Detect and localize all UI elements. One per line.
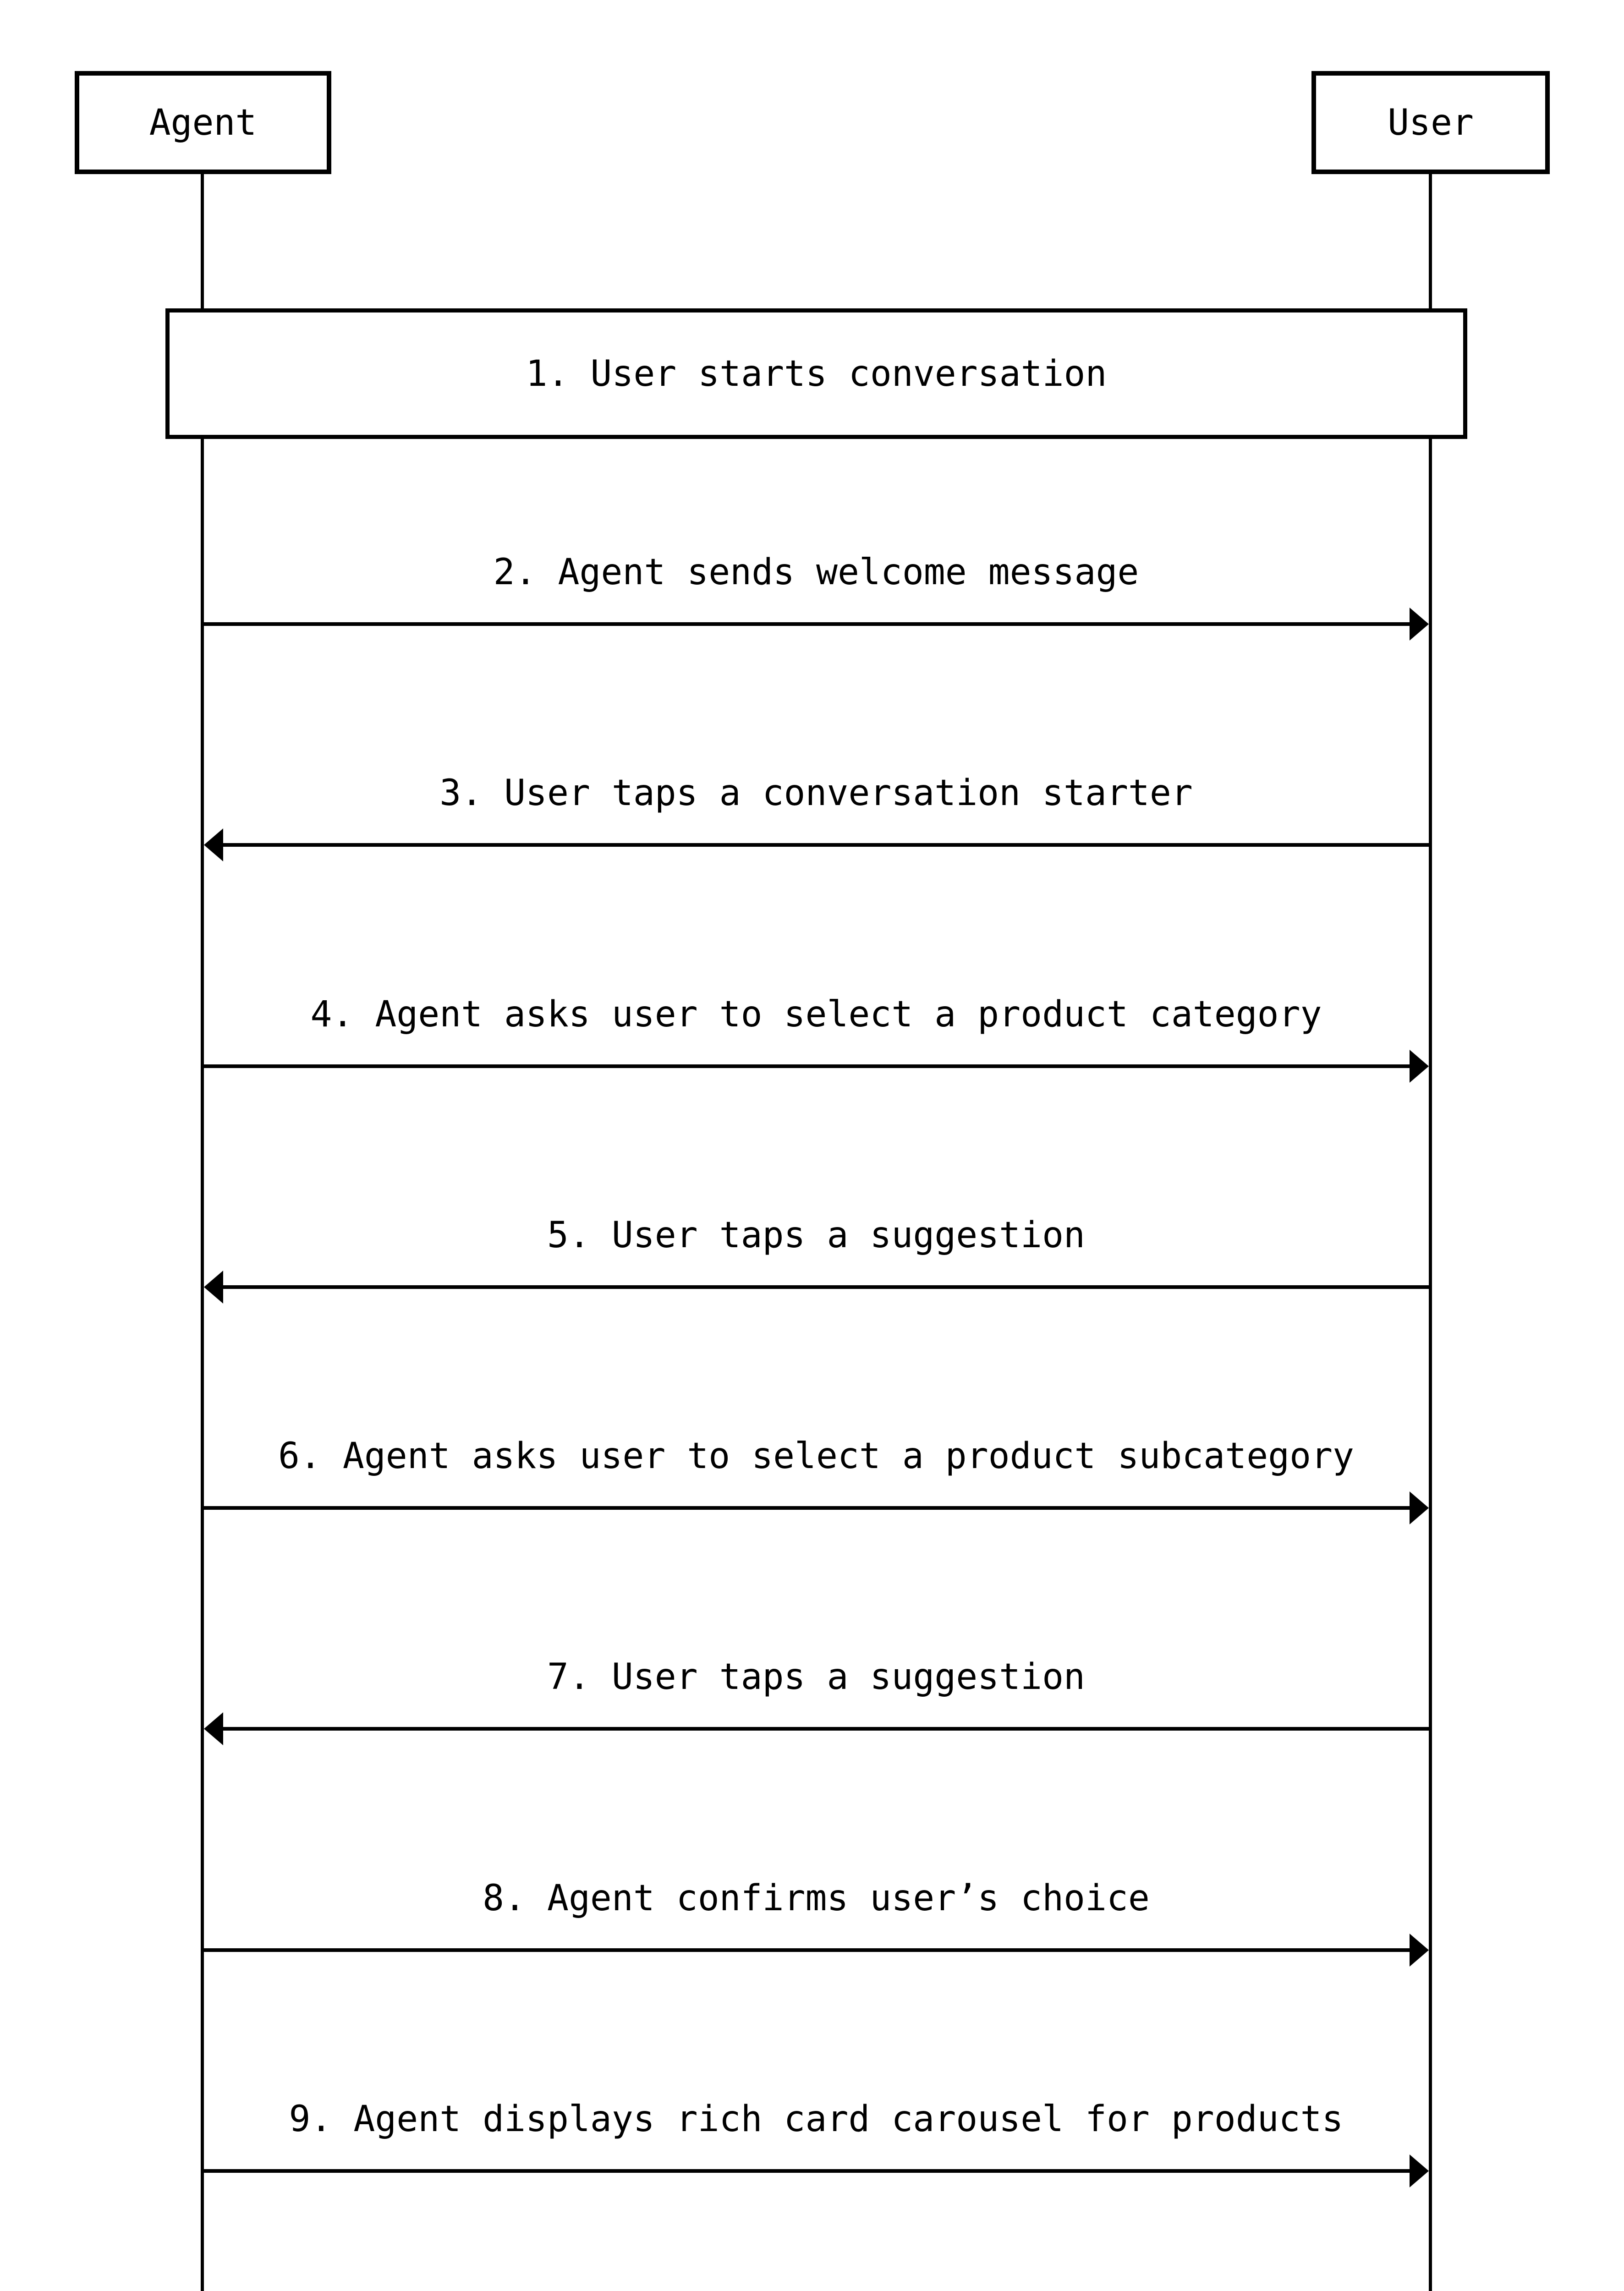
arrowhead-right-icon <box>1410 608 1429 641</box>
arrowhead-left-icon <box>204 1712 223 1745</box>
message-text: 3. User taps a conversation starter <box>439 772 1193 814</box>
message-text: 6. Agent asks user to select a product s… <box>278 1435 1354 1477</box>
actor-label-user-top: User <box>1388 102 1474 143</box>
arrowhead-right-icon <box>1410 1491 1429 1524</box>
message-text: 5. User taps a suggestion <box>547 1214 1085 1256</box>
arrowhead-left-icon <box>204 1271 223 1304</box>
message-arrow-line <box>202 1506 1411 1510</box>
message-arrow-line <box>202 2169 1411 2173</box>
message-arrow-line <box>222 1727 1431 1731</box>
arrowhead-right-icon <box>1410 2154 1429 2187</box>
actor-box-agent-top: Agent <box>75 71 331 174</box>
arrowhead-left-icon <box>204 828 223 861</box>
message-arrow-line <box>202 1948 1411 1952</box>
note-box: 1. User starts conversation <box>165 308 1467 439</box>
actor-label-agent-top: Agent <box>149 102 257 143</box>
message-text: 9. Agent displays rich card carousel for… <box>289 2098 1344 2140</box>
lifeline-agent <box>201 173 204 2291</box>
arrowhead-right-icon <box>1410 1934 1429 1967</box>
note-text: 1. User starts conversation <box>526 353 1107 395</box>
message-arrow-line <box>202 1064 1411 1068</box>
message-arrow-line <box>222 843 1431 847</box>
message-text: 8. Agent confirms user’s choice <box>483 1877 1150 1919</box>
arrowhead-right-icon <box>1410 1050 1429 1083</box>
message-text: 7. User taps a suggestion <box>547 1656 1085 1698</box>
message-text: 4. Agent asks user to select a product c… <box>310 993 1322 1035</box>
actor-box-user-top: User <box>1311 71 1550 174</box>
lifeline-user <box>1429 173 1432 2291</box>
message-arrow-line <box>202 622 1411 626</box>
message-text: 2. Agent sends welcome message <box>493 551 1139 593</box>
message-arrow-line <box>222 1285 1431 1289</box>
